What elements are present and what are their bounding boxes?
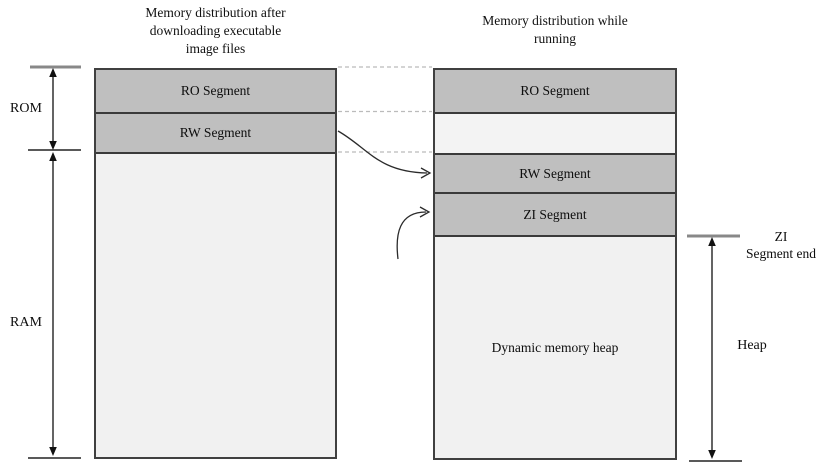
heap-bracket-label: Heap [737, 338, 767, 353]
rom-arrowhead-up [49, 68, 57, 77]
right-title-line-2: running [534, 31, 576, 46]
segment-heap-right: Dynamic memory heap [435, 237, 675, 458]
ram-arrowhead-down [49, 447, 57, 456]
right-title-line-1: Memory distribution while [482, 13, 628, 28]
relocation-arrow-zi [396, 211, 427, 260]
segment-zi-right-label: ZI Segment [523, 206, 587, 222]
zi-segment-end-line-1: ZI [774, 229, 788, 244]
segment-ro-left-label: RO Segment [180, 83, 251, 98]
dashed-guide-lines [338, 66, 432, 153]
ram-arrowhead-up [49, 152, 57, 161]
zi-segment-end-label: ZI Segment end [733, 228, 829, 262]
segment-ro-right: RO Segment [435, 70, 675, 114]
segment-zi-right: ZI Segment [435, 194, 675, 237]
zi-segment-end-line-2: Segment end [745, 246, 817, 261]
left-title-line-2: downloading executable [149, 23, 282, 38]
relocation-arrow-rw-head [420, 167, 432, 179]
ram-label: RAM [10, 315, 42, 330]
rom-arrowhead-down [49, 141, 57, 150]
heap-arrowhead-up [708, 237, 716, 246]
segment-rw-left-label: RW Segment [179, 125, 252, 140]
segment-empty-left [96, 154, 335, 457]
relocation-arrows [337, 130, 432, 260]
right-column-title: Memory distribution while running [433, 12, 677, 48]
segment-ro-right-label: RO Segment [520, 83, 590, 98]
segment-rw-left: RW Segment [96, 114, 335, 154]
memory-box-while-running: RO Segment RW Segment ZI Segment Dynamic… [433, 68, 677, 460]
segment-rw-right-label: RW Segment [519, 165, 591, 181]
relocation-arrow-zi-head [419, 206, 431, 218]
relocation-arrow-rw [337, 130, 428, 174]
segment-ro-left: RO Segment [96, 70, 335, 114]
rom-label: ROM [10, 101, 42, 116]
segment-gap-right [435, 114, 675, 155]
segment-heap-label: Dynamic memory heap [491, 339, 619, 355]
left-column-title: Memory distribution after downloading ex… [94, 4, 337, 58]
left-title-line-1: Memory distribution after [145, 5, 286, 20]
left-title-line-3: image files [185, 41, 246, 56]
memory-box-after-download: RO Segment RW Segment [94, 68, 337, 459]
heap-arrowhead-down [708, 450, 716, 459]
segment-rw-right: RW Segment [435, 155, 675, 194]
ram-bracket [28, 152, 81, 459]
